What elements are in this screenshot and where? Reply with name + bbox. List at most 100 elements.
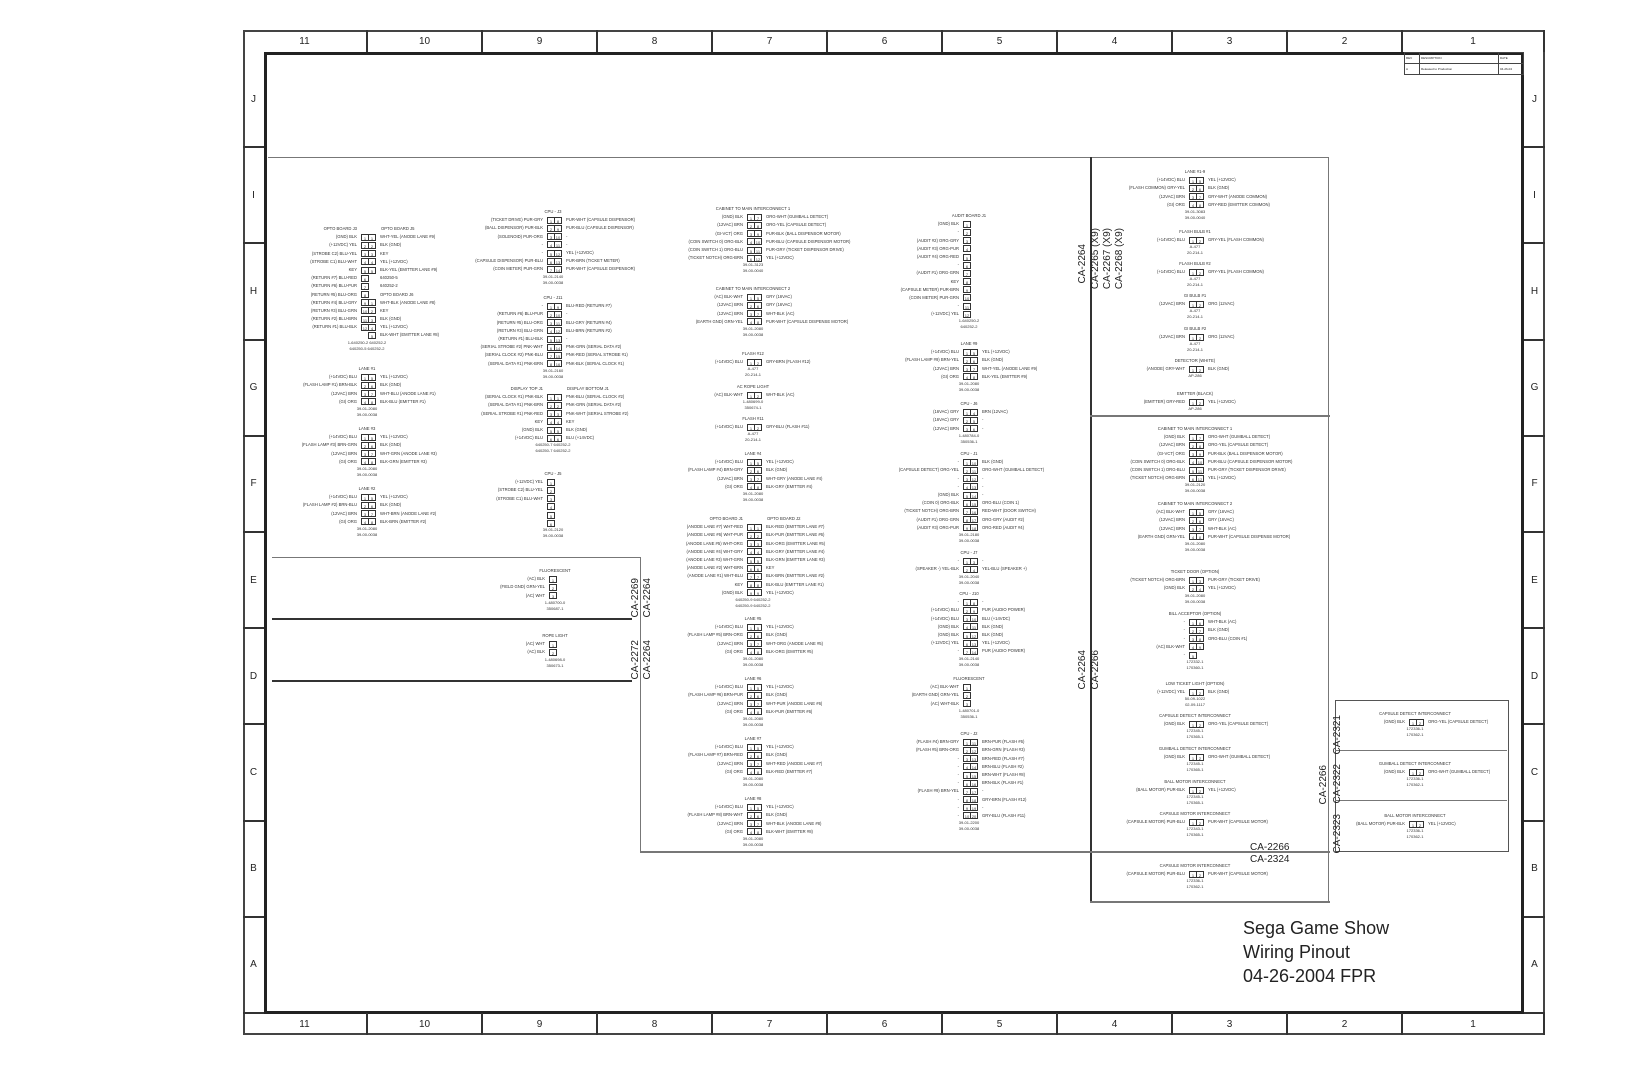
wire-label-left: (GI) ORG: [725, 828, 743, 834]
wire-label-right: ORG-YEL (CAPSULE DETECT): [1208, 442, 1269, 448]
wire-label-left: (12VAC) BRN: [933, 425, 959, 431]
part-number: 39-01-2080: [356, 465, 378, 471]
pin-number: 9: [754, 589, 762, 597]
wire-label-left: (SERIAL DATA #1) PNK-BRN: [488, 360, 543, 366]
connector-title: CPU - J6: [960, 401, 978, 406]
pin-number: 8: [970, 598, 978, 606]
wire-label-right: BRN-WHT (FLASH #8): [982, 771, 1025, 777]
pin-number: 1: [963, 683, 971, 691]
wire-label-right: ORG-BLU (COIN #1): [1208, 635, 1248, 641]
pin-number: 7: [1196, 193, 1204, 201]
connector-title: FLASH BULB #1: [1179, 229, 1211, 234]
pin-number: 8: [754, 318, 762, 326]
wire-label-right: WHT-PUR (ANODE LANE #6): [766, 700, 823, 706]
wire-label-left: -: [957, 763, 959, 769]
part-number: 39-01-2080: [958, 380, 980, 386]
wire-label-right: WHT-BLK (AC): [766, 392, 795, 398]
pin-number: 17: [970, 516, 978, 524]
wire-label-right: -: [982, 788, 984, 794]
pin-number: 5: [754, 293, 762, 301]
pin-number: 6: [368, 441, 376, 449]
wire-label-left: -: [957, 303, 959, 309]
zone-row-I: I: [243, 148, 264, 245]
pin-number: 18: [970, 524, 978, 532]
connector-title: LANE #9: [960, 341, 978, 346]
wire-label-left: (16VAC) GRY: [933, 417, 959, 423]
wire-label-right: YEL (+12VDC): [766, 804, 794, 810]
zone-column-1: 1: [1403, 30, 1545, 52]
part-number: 39-01-2140: [958, 655, 980, 661]
pin-number: 5: [754, 458, 762, 466]
part-number: 02-09-1117: [1185, 702, 1205, 708]
pin-number: 5: [754, 683, 762, 691]
pin-number: 11: [970, 623, 978, 631]
wire-label-left: (+12VDC) YEL: [931, 640, 959, 646]
wire-label-right: ORG-YEL (CAPSULE DETECT): [766, 222, 827, 228]
pin-number: 6: [970, 425, 978, 433]
wire-label-left: (TICKET NOTCH) ORG-BRN: [688, 255, 743, 261]
pin-number: 12: [754, 254, 762, 262]
wire-label-right: PUR-BLK (BALL DISPENSOR MOTOR): [1208, 450, 1283, 456]
pin-number: 2: [1196, 786, 1204, 794]
wire-label-left: -: [957, 262, 959, 268]
connector-title: GI BULB #1: [1183, 293, 1207, 298]
cable-label: CA-2266: [1090, 650, 1101, 690]
part-number: 39-00-0038: [742, 496, 764, 502]
wire-label-left: (BALL MOTOR) PUR-BLK: [1136, 787, 1185, 793]
pin-number: 14: [970, 647, 978, 655]
wire-label-left: (12VAC) BRN: [1159, 193, 1185, 199]
pin-number: 8: [1196, 441, 1204, 449]
part-number: 39-00-0038: [542, 279, 564, 285]
pin-number: 13: [554, 257, 562, 265]
connector-title: LANE #8: [744, 796, 762, 801]
wire-label-right: ORG-YEL (CAPSULE DETECT): [1208, 721, 1269, 727]
wire-label-left: (GND) BLK: [335, 234, 357, 240]
pin-number: 3: [547, 495, 555, 503]
wire-label-left: (FLASH LAMP #6) BRN-PUR: [688, 692, 743, 698]
wire-label-right: -: [982, 425, 984, 431]
pin-number: 7: [754, 475, 762, 483]
wire-label-left: (12VAC) BRN: [1159, 517, 1185, 523]
wire-label-left: (TICKET NOTCH) ORG-BRN: [1130, 577, 1185, 583]
wire-label-left: (AC) BLK-WHT: [714, 392, 743, 398]
wire-label-left: (+14VDC) BLU: [328, 434, 357, 440]
pin-number: 2: [1196, 818, 1204, 826]
pin-number: 8: [1196, 635, 1204, 643]
cable-label: CA-2264: [642, 578, 653, 618]
part-number: 39-01-2140: [542, 273, 564, 279]
zone-row-B: B: [243, 822, 264, 918]
wire-label-right: WHT-GRN (ANODE LANE #3): [380, 450, 437, 456]
connector-title: BILL ACCEPTOR (OPTION): [1168, 611, 1222, 616]
pin-number: 8: [754, 708, 762, 716]
connector-title-left: DISPLAY TOP J1: [510, 386, 543, 391]
pin-number: 8: [554, 216, 562, 224]
part-number: A-477: [1189, 341, 1201, 347]
cable-label: CA-2266: [1250, 842, 1290, 853]
wire-label-left: (12VAC) BRN: [717, 310, 743, 316]
wire-label-right: PUR-WHT (CAPSULE MOTOR): [1208, 819, 1268, 825]
pin-number: 6: [754, 691, 762, 699]
